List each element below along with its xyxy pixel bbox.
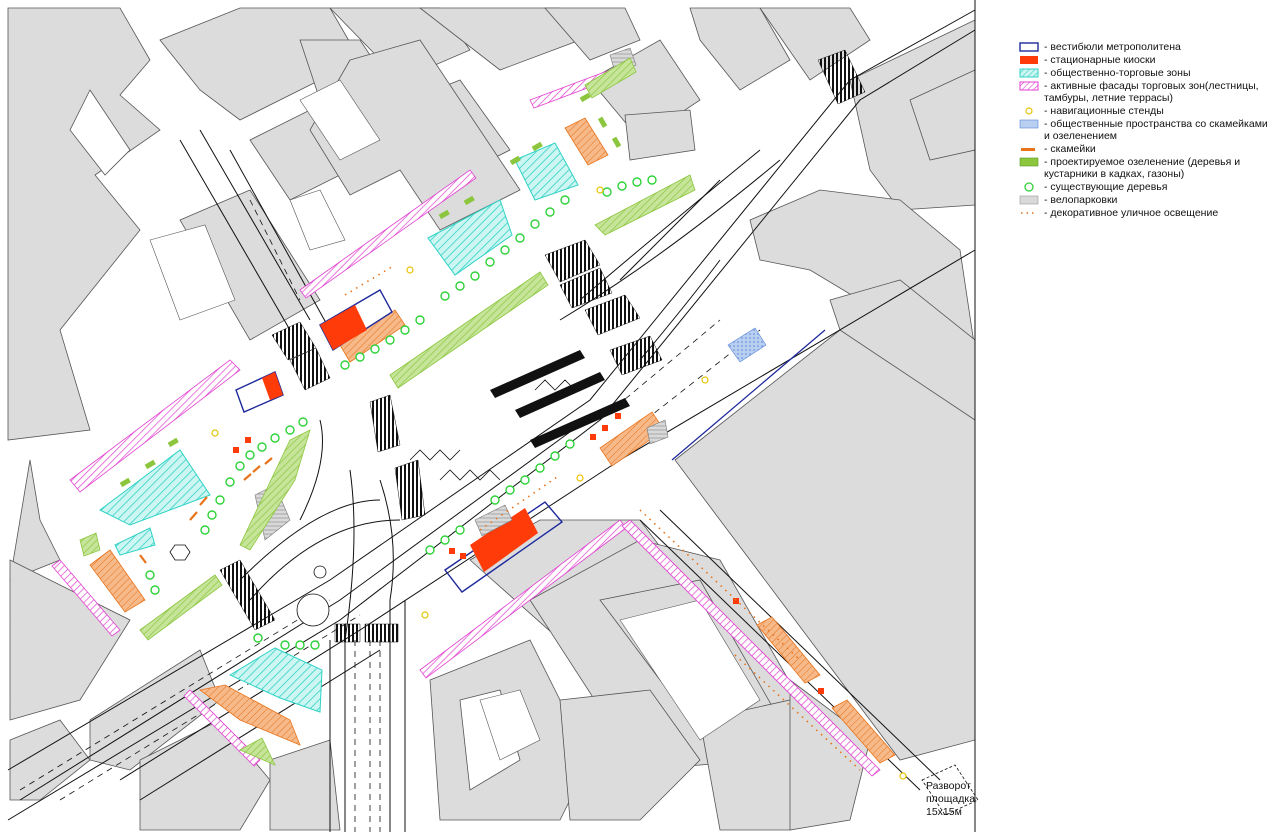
legend-item-greenery: - проектируемое озеленение (деревья и ку… <box>1018 156 1276 180</box>
kiosk-swatch-icon <box>1018 54 1040 65</box>
greenery-swatch-icon <box>1018 156 1040 167</box>
bike-parking-swatch-icon <box>1018 194 1040 205</box>
active-facades <box>51 69 881 777</box>
benches <box>139 457 273 564</box>
legend-item-navigation: - навигационные стенды <box>1018 105 1276 117</box>
stationary-kiosks <box>233 305 824 694</box>
legend-label: - общественные пространства со скамейкам… <box>1044 118 1268 142</box>
public-commercial-zones <box>99 142 579 713</box>
navigation-stands <box>211 186 907 780</box>
street-lighting-swatch-icon <box>1018 207 1040 218</box>
turnaround-label-line: площадка <box>926 793 976 805</box>
legend-label: - активные фасады торговых зон(лестницы,… <box>1044 80 1259 104</box>
planned-greenery-planters <box>119 92 622 488</box>
legend-label: - общественно-торговые зоны <box>1044 67 1191 79</box>
roundabout <box>296 593 330 627</box>
legend-item-bike-parking: - велопарковки <box>1018 194 1276 206</box>
metro-vestibule-swatch-icon <box>1018 41 1040 52</box>
legend-label: - вестибюли метрополитена <box>1044 41 1181 53</box>
legend-item-street-lighting: - декоративное уличное освещение <box>1018 207 1276 219</box>
tree-swatch-icon <box>1018 181 1040 192</box>
bench-swatch-icon <box>1018 143 1040 154</box>
map-legend: - вестибюли метрополитена - стационарные… <box>1018 41 1276 220</box>
active-facade-swatch-icon <box>1018 80 1040 91</box>
legend-item-public-spaces: - общественные пространства со скамейкам… <box>1018 118 1276 142</box>
legend-label: - проектируемое озеленение (деревья и ку… <box>1044 156 1241 180</box>
legend-label: - существующие деревья <box>1044 181 1168 193</box>
commercial-zone-swatch-icon <box>1018 67 1040 78</box>
existing-trees <box>145 175 657 650</box>
legend-item-benches: - скамейки <box>1018 143 1276 155</box>
tram-platform-teeth <box>409 379 576 481</box>
turnaround-label-line: Разворот <box>926 780 971 792</box>
planned-greenery-lawns <box>79 57 696 766</box>
legend-item-existing-trees: - существующие деревья <box>1018 181 1276 193</box>
legend-item-active-facades: - активные фасады торговых зон(лестницы,… <box>1018 80 1276 104</box>
bench-areas <box>89 117 896 764</box>
legend-item-commercial-zones: - общественно-торговые зоны <box>1018 67 1276 79</box>
tram-platforms <box>490 350 630 448</box>
legend-item-metro-vestibules: - вестибюли метрополитена <box>1018 41 1276 53</box>
public-spaces <box>727 327 767 363</box>
legend-label: - навигационные стенды <box>1044 105 1164 117</box>
legend-label: - скамейки <box>1044 143 1096 155</box>
small-roundabout <box>313 565 327 579</box>
navigation-stand-swatch-icon <box>1018 105 1040 116</box>
legend-label: - стационарные киоски <box>1044 54 1156 66</box>
octagon-feature <box>169 544 191 561</box>
turnaround-label: Разворот площадка 15х15м <box>926 780 975 819</box>
building-courtyards <box>149 79 761 761</box>
legend-label: - декоративное уличное освещение <box>1044 207 1219 219</box>
street-lighting <box>344 264 861 771</box>
legend-item-kiosks: - стационарные киоски <box>1018 54 1276 66</box>
crosswalks <box>219 49 866 643</box>
legend-label: - велопарковки <box>1044 194 1118 206</box>
public-space-swatch-icon <box>1018 118 1040 129</box>
turnaround-label-line: 15х15м <box>926 806 962 818</box>
